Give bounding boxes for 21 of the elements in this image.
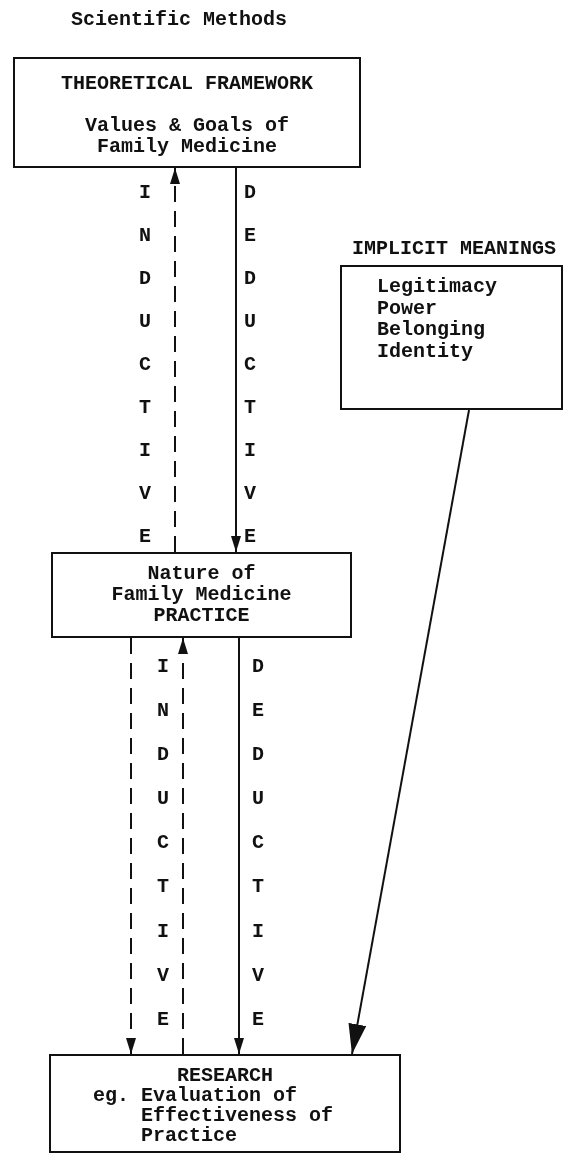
practice-box <box>51 552 352 638</box>
arrow <box>231 167 241 553</box>
dashed-arrow <box>170 167 180 553</box>
vertical-label: INDUCTIVE <box>139 180 151 550</box>
framework-box <box>13 57 361 168</box>
box-text: Legitimacy Power Belonging Identity <box>377 276 499 362</box>
box-heading: RESEARCH <box>177 1064 274 1087</box>
research-box <box>49 1054 401 1153</box>
box-text: Values & Goals of Family Medicine <box>83 115 290 157</box>
box-text: Nature of Family Medicine PRACTICE <box>110 563 293 626</box>
box-heading: IMPLICIT MEANINGS <box>352 237 557 260</box>
dashed-arrow <box>178 637 188 1055</box>
vertical-label: DEDUCTIVE <box>244 180 256 550</box>
vertical-label: DEDUCTIVE <box>252 654 264 1033</box>
diagram-title: Scientific Methods <box>71 8 288 31</box>
box-text: eg. Evaluation of Effectiveness of Practice <box>93 1086 335 1146</box>
arrow <box>234 637 244 1055</box>
box-heading: THEORETICAL FRAMEWORK <box>59 72 314 95</box>
vertical-label: INDUCTIVE <box>157 654 169 1033</box>
arrow <box>348 409 470 1055</box>
dashed-arrow <box>126 637 136 1055</box>
